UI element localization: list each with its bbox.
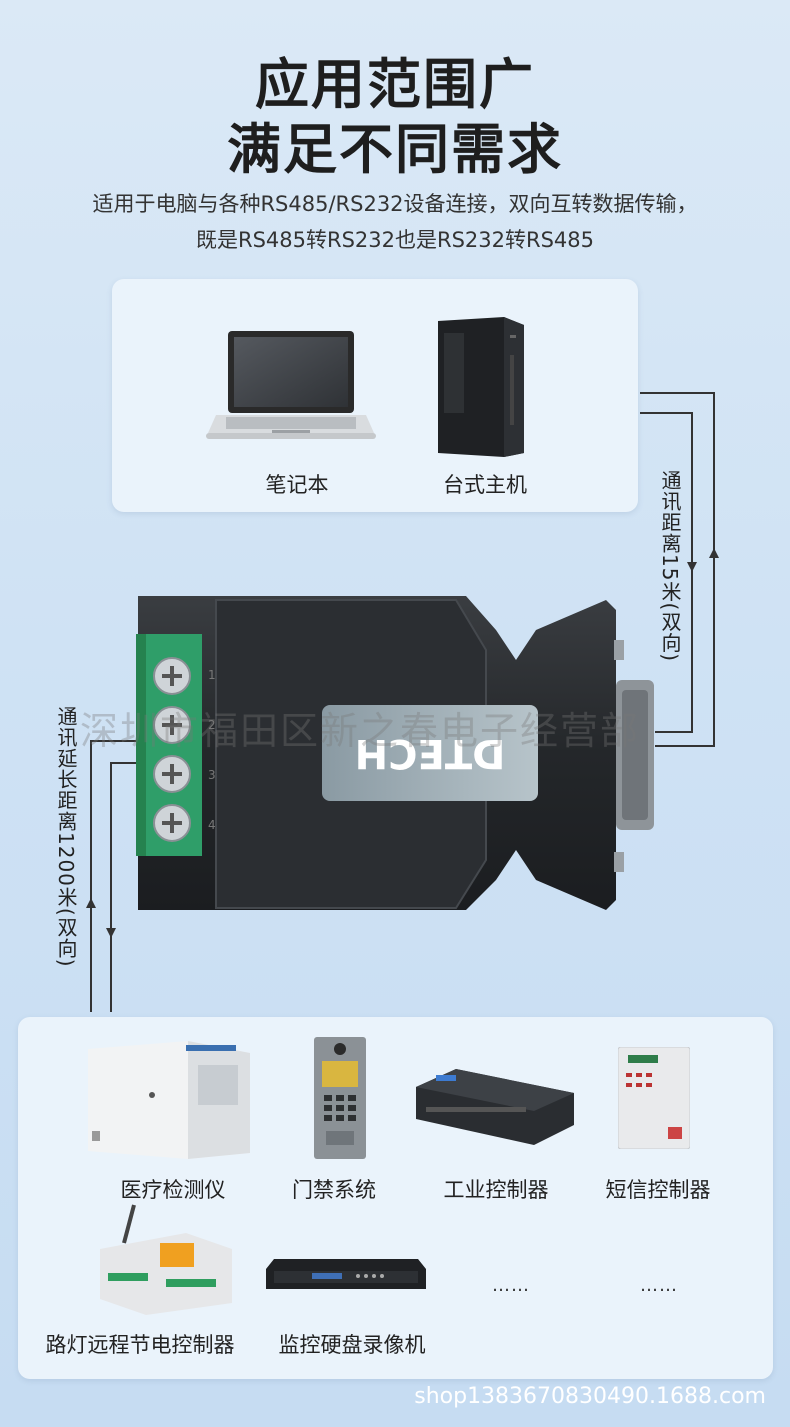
device-label-medical: 医疗检测仪 [120, 1178, 226, 1202]
arrow-down-icon [687, 562, 697, 572]
medical-analyzer-icon [88, 1035, 250, 1163]
rs485-rs232-converter: DTECH 1 2 3 4 [136, 590, 656, 924]
subtitle-line2: 既是RS485转RS232也是RS232转RS485 [195, 228, 594, 252]
streetlight-controller-icon [96, 1203, 236, 1319]
desktop-tower-icon [434, 315, 528, 463]
device-label-desktop: 台式主机 [443, 473, 527, 497]
device-label-door-access: 门禁系统 [292, 1178, 376, 1202]
door-access-panel-icon [314, 1037, 366, 1163]
arrow-up-icon [709, 548, 719, 558]
right-connector-line [691, 412, 693, 732]
right-connector-line [640, 412, 692, 414]
terminal-pin-label: 3 [208, 768, 216, 782]
page-title-line1: 应用范围广 [255, 53, 535, 116]
ellipsis-more-2: …… [640, 1275, 678, 1296]
left-connector-line [110, 762, 112, 1012]
left-connector-line [90, 740, 92, 1012]
left-connector-line [110, 762, 140, 764]
sms-controller-icon [617, 1046, 691, 1153]
right-connector-line [655, 745, 715, 747]
shop-url-watermark: shop1383670830490.1688.com [414, 1384, 766, 1409]
right-connector-line [655, 731, 693, 733]
device-label-industrial: 工业控制器 [443, 1178, 549, 1202]
device-label-dvr: 监控硬盘录像机 [278, 1333, 426, 1357]
laptop-icon [206, 329, 376, 451]
terminal-pin-label: 1 [208, 668, 216, 682]
arrow-up-icon [86, 898, 96, 908]
terminal-pin-label: 4 [208, 818, 216, 832]
svg-text:DTECH: DTECH [355, 730, 506, 776]
ellipsis-more-1: …… [492, 1275, 530, 1296]
device-label-laptop: 笔记本 [265, 473, 329, 497]
subtitle-line1: 适用于电脑与各种RS485/RS232设备连接，双向互转数据传输， [92, 192, 698, 216]
arrow-down-icon [106, 928, 116, 938]
device-label-streetlight: 路灯远程节电控制器 [45, 1333, 235, 1357]
terminal-pin-label: 2 [208, 718, 216, 732]
page-title-line2: 满足不同需求 [227, 118, 563, 181]
top-devices-panel: 笔记本 台式主机 [112, 279, 638, 512]
bottom-devices-panel: 医疗检测仪 门禁系统 工业控制器 短信控制器 …… …… 路灯远程节电控制器 监… [18, 1017, 773, 1379]
industrial-controller-icon [416, 1067, 574, 1151]
dvr-icon [266, 1255, 426, 1301]
device-label-sms: 短信控制器 [605, 1178, 711, 1202]
right-distance-label: 通讯距离15米(双向) [658, 470, 682, 663]
watermark-text: 深圳市福田区新之春电子经营部 [80, 709, 641, 753]
left-connector-line [90, 740, 140, 742]
right-connector-line [640, 392, 714, 394]
left-distance-label: 通讯延长距离1200米(双向) [54, 706, 78, 968]
right-connector-line [713, 392, 715, 746]
